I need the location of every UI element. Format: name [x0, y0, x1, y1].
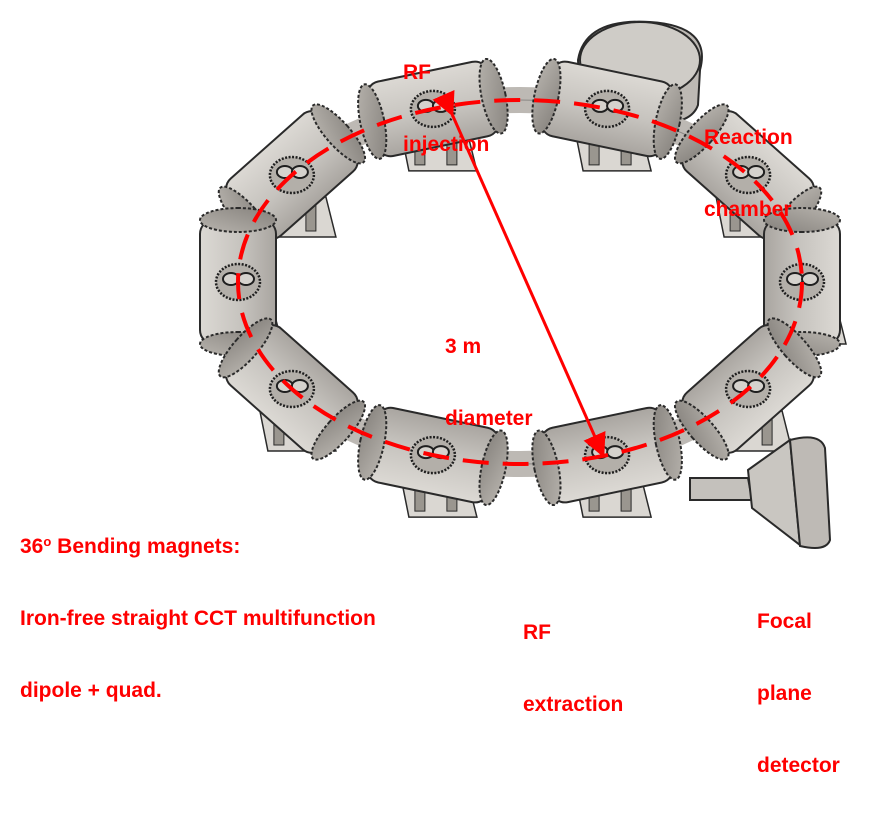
label-rf-injection: RF injection	[403, 13, 489, 205]
label-line: chamber	[704, 198, 792, 221]
label-line: extraction	[523, 693, 624, 716]
magnet-end-cap	[310, 399, 367, 461]
diameter-arrow	[432, 89, 606, 458]
label-line: Reaction	[704, 126, 793, 149]
ring-drawing	[199, 20, 847, 549]
label-line: injection	[403, 133, 490, 156]
label-line: plane	[757, 682, 812, 705]
bend-angle: 36	[20, 535, 44, 558]
label-line: RF	[523, 621, 551, 644]
magnet-end-cap	[652, 83, 683, 160]
label-line: diameter	[445, 407, 533, 430]
magnet-port	[583, 89, 631, 129]
label-diameter: 3 m diameter	[445, 287, 533, 479]
label-line: Iron-free straight CCT multifunction	[20, 607, 376, 630]
magnet-end-cap	[357, 404, 388, 481]
label-line: dipole + quad.	[20, 679, 162, 702]
label-focal-plane-detector: Focal plane detector	[757, 562, 840, 826]
bending-magnet	[199, 207, 283, 357]
bending-magnet	[531, 404, 683, 518]
magnet-end-cap	[652, 404, 683, 481]
focal-plane-detector	[689, 436, 832, 549]
degree-symbol: o	[43, 534, 52, 549]
magnet-end-cap	[673, 399, 730, 461]
label-line: 3 m	[445, 335, 482, 358]
magnet-end-cap	[310, 103, 367, 165]
magnet-end-cap	[766, 317, 823, 379]
magnet-end-cap	[673, 103, 730, 165]
label-bending-magnets: 36o Bending magnets: Iron-free straight …	[20, 487, 376, 751]
magnet-end-cap	[199, 207, 277, 233]
label-line: 36o Bending magnets:	[20, 535, 376, 559]
label-line: Focal	[757, 610, 812, 633]
label-text: Bending magnets:	[51, 535, 241, 558]
label-line: RF	[403, 61, 431, 84]
label-line: detector	[757, 754, 840, 777]
ring-diagram: RF injection Reaction chamber 3 m diamet…	[20, 13, 847, 777]
label-reaction-chamber: Reaction chamber	[704, 78, 793, 270]
label-rf-extraction: RF extraction	[523, 573, 623, 765]
magnet-end-cap	[217, 317, 274, 379]
bending-magnets	[199, 57, 847, 518]
magnet-end-cap	[357, 83, 388, 160]
